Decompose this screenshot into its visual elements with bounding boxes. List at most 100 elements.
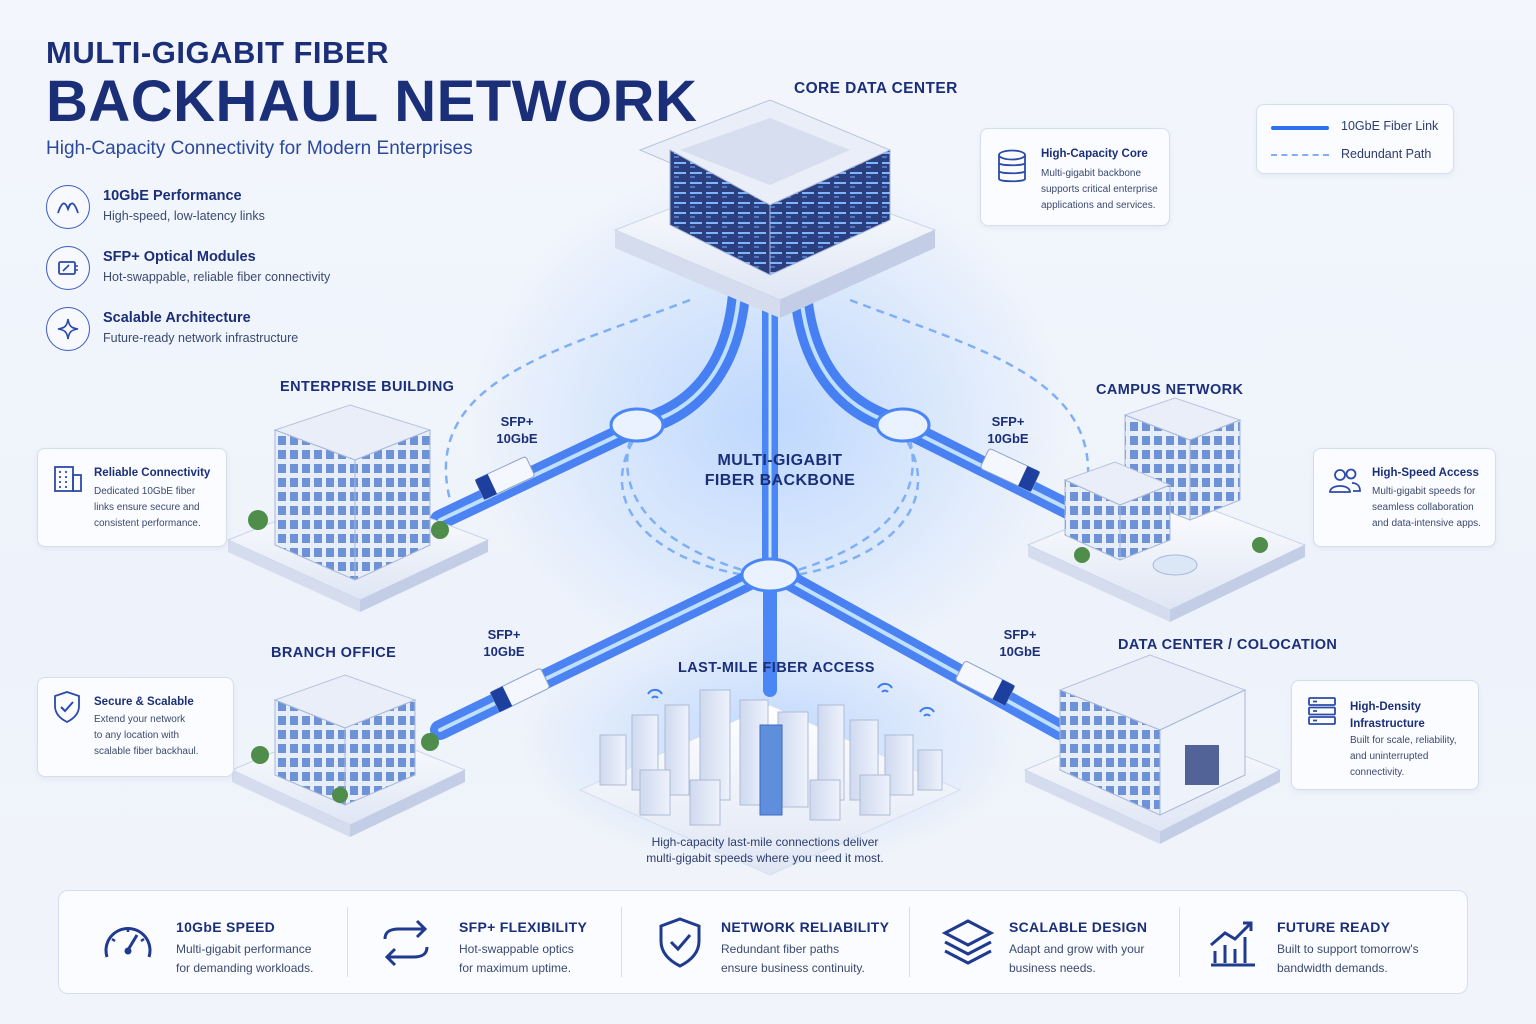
sfp-label-line2: 10GbE [496,431,538,446]
legend-item-dashed: Redundant Path [1271,145,1451,165]
sfp-label-colocation: SFP+10GbE [995,626,1045,660]
bottom-feature-desc-line: Redundant fiber paths [721,942,840,956]
card-title: Reliable Connectivity [94,467,211,479]
bottom-feature-desc: Redundant fiber paths ensure business co… [721,940,865,978]
sfp-label-line1: SFP+ [487,627,521,642]
card-title: High-Capacity Core [1041,148,1148,160]
bottom-feature-title: SCALABLE DESIGN [1009,919,1148,935]
legend-label: 10GbE Fiber Link [1341,119,1439,133]
legend: 10GbE Fiber Link Redundant Path [1256,104,1454,174]
card-desc-line: supports critical enterprise [1041,184,1158,195]
bottom-feature-scalable: SCALABLE DESIGN Adapt and grow with your… [909,891,1179,993]
bottom-feature-desc-line: for demanding workloads. [176,961,314,975]
page-title-line2: BACKHAUL NETWORK [46,69,698,134]
feature-desc: Hot-swappable, reliable fiber connectivi… [103,270,331,284]
feature-scalable: Scalable Architecture Future-ready netwo… [46,307,366,357]
colocation-building [1023,654,1282,844]
label-branch: BRANCH OFFICE [271,645,397,661]
label-lastmile: LAST-MILE FIBER ACCESS [678,660,875,676]
label-backbone: MULTI-GIGABIT FIBER BACKBONE [680,451,880,491]
card-enterprise: Reliable Connectivity Dedicated 10GbE fi… [37,448,227,547]
sfp-label-line2: 10GbE [987,431,1029,446]
divider [621,907,622,977]
shield-check-icon [52,690,82,729]
feature-desc: High-speed, low-latency links [103,209,265,223]
backbone-line1: MULTI-GIGABIT [717,452,843,469]
divider [1179,907,1180,977]
server-rack-icon [1306,695,1338,732]
backbone-line2: FIBER BACKBONE [704,472,856,489]
card-desc-line: and uninterrupted [1350,751,1429,762]
card-core: High-Capacity Core Multi-gigabit backbon… [980,128,1170,226]
bottom-feature-future: FUTURE READY Built to support tomorrow's… [1179,891,1465,993]
branch-office-building [230,674,467,837]
sfp-label-line1: SFP+ [500,414,534,429]
legend-dashed-swatch [1271,154,1329,156]
feature-performance: 10GbE Performance High-speed, low-latenc… [46,185,366,235]
lastmile-note-line: multi-gigabit speeds where you need it m… [646,851,884,865]
card-title: High-Speed Access [1372,467,1479,479]
feature-title: Scalable Architecture [103,310,251,326]
label-campus: CAMPUS NETWORK [1096,382,1244,398]
growth-chart-icon [1203,917,1261,969]
bottom-feature-title: FUTURE READY [1277,919,1391,935]
shield-check-icon [651,917,709,969]
office-building-icon [52,463,84,498]
bottom-feature-title: 10GbE SPEED [176,919,276,935]
card-desc-line: connectivity. [1350,767,1405,778]
bottom-feature-desc-line: Adapt and grow with your [1009,942,1145,956]
bottom-feature-desc: Hot-swappable optics for maximum uptime. [459,940,574,978]
legend-item-solid: 10GbE Fiber Link [1271,117,1451,137]
card-desc-line: Built for scale, reliability, [1350,735,1457,746]
database-icon [997,149,1027,190]
sfp-label-campus: SFP+ 10GbE [983,413,1033,447]
sfp-label-line2: 10GbE [999,644,1041,659]
swap-arrows-icon [377,917,435,969]
card-branch: Secure & Scalable Extend your network to… [37,677,234,777]
card-title: High-Density Infrastructure [1350,699,1425,733]
card-title: Secure & Scalable [94,696,194,708]
card-desc: Built for scale, reliability, and uninte… [1350,733,1457,781]
star-spark-icon [46,307,90,351]
label-colocation: DATA CENTER / COLOCATION [1118,637,1338,653]
feature-title: SFP+ Optical Modules [103,249,256,265]
bottom-feature-title: SFP+ FLEXIBILITY [459,919,588,935]
card-desc: Dedicated 10GbE fiber links ensure secur… [94,484,201,532]
redundant-paths [444,298,1090,577]
card-desc: Multi-gigabit speeds for seamless collab… [1372,484,1481,532]
lastmile-note: High-capacity last-mile connections deli… [600,834,930,866]
card-desc-line: applications and services. [1041,200,1156,211]
card-campus: High-Speed Access Multi-gigabit speeds f… [1313,448,1496,547]
card-desc-line: Multi-gigabit speeds for [1372,486,1476,497]
card-desc-line: and data-intensive apps. [1372,518,1481,529]
lastmile-note-line: High-capacity last-mile connections deli… [651,835,879,849]
divider [909,907,910,977]
sfp-label-line2: 10GbE [483,644,525,659]
page-title-line1: MULTI-GIGABIT FIBER [46,35,389,70]
bottom-feature-desc: Built to support tomorrow's bandwidth de… [1277,940,1419,978]
bottom-feature-desc-line: Hot-swappable optics [459,942,574,956]
layers-icon [939,917,997,969]
bottom-feature-desc-line: bandwidth demands. [1277,961,1388,975]
users-icon [1328,467,1362,500]
card-desc-line: links ensure secure and [94,502,200,513]
bottom-feature-desc: Adapt and grow with your business needs. [1009,940,1144,978]
label-enterprise: ENTERPRISE BUILDING [280,379,455,395]
divider [347,907,348,977]
bottom-feature-desc-line: for maximum uptime. [459,961,572,975]
legend-solid-swatch [1271,126,1329,130]
card-title-line: High-Density [1350,701,1421,713]
bottom-feature-desc-line: Multi-gigabit performance [176,942,312,956]
enterprise-building [226,404,490,612]
speed-wave-icon [46,185,90,229]
bottom-feature-reliability: NETWORK RELIABILITY Redundant fiber path… [621,891,909,993]
bottom-feature-desc: Multi-gigabit performance for demanding … [176,940,313,978]
sfp-module-icon [46,246,90,290]
sfp-modules [474,448,1041,713]
card-desc-line: consistent performance. [94,518,201,529]
legend-label: Redundant Path [1341,147,1432,161]
card-desc-line: to any location with [94,730,180,741]
sfp-label-line1: SFP+ [991,414,1025,429]
speedometer-icon [99,917,157,969]
